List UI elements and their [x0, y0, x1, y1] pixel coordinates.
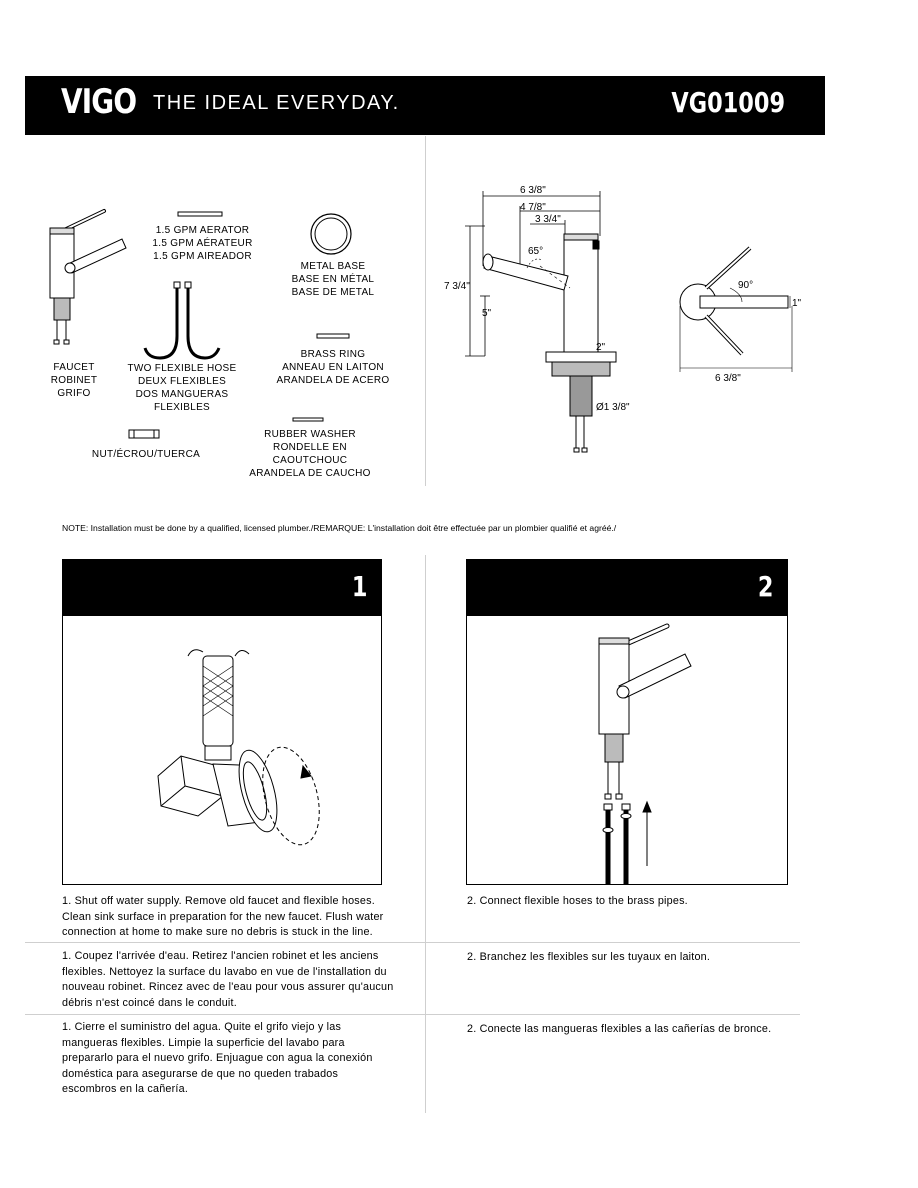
model-number: VG01009 — [671, 86, 785, 119]
flexible-hoses-icon — [143, 281, 221, 360]
hoses-label-es: DOS MANGUERAS FLEXIBLES — [135, 389, 229, 413]
step-1-text-fr: 1. Coupez l'arrivée d'eau. Retirez l'anc… — [62, 949, 417, 1011]
text-line: connection at home to make sure no debri… — [62, 926, 373, 938]
shutoff-valve-illustration — [157, 649, 320, 846]
connect-hoses-illustration — [598, 623, 692, 884]
nut-label: NUT/ÉCROU/TUERCA — [86, 448, 206, 461]
text-line: prepararlo para el nuevo grifo. Enjuague… — [62, 1052, 373, 1064]
text-line: escombros en la cañería. — [62, 1083, 189, 1095]
metal-base-label-en: METAL BASE — [300, 261, 366, 272]
hoses-label-fr: DEUX FLEXIBLES — [137, 376, 227, 387]
row-divider-2 — [25, 1014, 800, 1015]
step-1-number: 1 — [351, 570, 367, 603]
dimension-drawing: 6 3/8" 4 7/8" 3 3/4" 65° 7 3/4" 5" 2" Ø1… — [444, 185, 802, 453]
dim-base-height: 2" — [596, 342, 606, 353]
text-line: Clean sink surface in preparation for th… — [62, 910, 384, 923]
faucet-label: FAUCET ROBINET GRIFO — [30, 361, 118, 400]
faucet-label-es: GRIFO — [57, 388, 91, 399]
text-line: 2. Branchez les flexibles sur les tuyaux… — [467, 951, 711, 963]
dim-base-diameter: Ø1 3/8" — [596, 402, 630, 413]
step-1-text-es: 1. Cierre el suministro del agua. Quite … — [62, 1020, 417, 1098]
metal-base-icon — [310, 213, 352, 255]
installation-note: NOTE: Installation must be done by a qua… — [62, 523, 617, 533]
nut-icon — [128, 429, 160, 439]
nut-label-multi: NUT/ÉCROU/TUERCA — [91, 449, 201, 460]
steps-divider — [425, 555, 426, 1113]
step-1-header: 1 — [63, 560, 381, 616]
step-2-text-fr: 2. Branchez les flexibles sur les tuyaux… — [467, 950, 807, 966]
hoses-label: TWO FLEXIBLE HOSE DEUX FLEXIBLES DOS MAN… — [108, 362, 256, 414]
step-2-header: 2 — [467, 560, 787, 616]
text-line: 2. Connect flexible hoses to the brass p… — [467, 895, 688, 907]
dim-height-spout: 5" — [482, 308, 492, 319]
metal-base-label-fr: BASE EN MÉTAL — [291, 274, 375, 285]
step-2-number: 2 — [757, 570, 773, 603]
faucet-icon — [49, 209, 127, 345]
faucet-label-en: FAUCET — [53, 362, 95, 373]
step-1-panel: 1 — [62, 559, 382, 885]
aerator-label: 1.5 GPM AERATOR 1.5 GPM AÉRATEUR 1.5 GPM… — [140, 224, 265, 263]
faucet-label-fr: ROBINET — [50, 375, 98, 386]
dim-width-reach: 3 3/4" — [535, 214, 561, 225]
aerator-icon — [177, 211, 223, 217]
text-line: 1. Shut off water supply. Remove old fau… — [62, 895, 375, 907]
text-line: 2. Conecte las mangueras flexibles a las… — [467, 1023, 772, 1035]
brass-ring-label-fr: ANNEAU EN LAITON — [282, 362, 384, 373]
dim-handle-width: 1" — [792, 298, 802, 309]
text-line: débris n'est coincé dans le conduit. — [62, 996, 237, 1009]
dim-width-total: 6 3/8" — [520, 185, 546, 196]
step-1-text-en: 1. Shut off water supply. Remove old fau… — [62, 894, 417, 941]
brass-ring-label-en: BRASS RING — [300, 349, 366, 360]
step-2-text-es: 2. Conecte las mangueras flexibles a las… — [467, 1022, 807, 1038]
step-2-panel: 2 — [466, 559, 788, 885]
text-line: doméstica para asegurarse de que no qued… — [62, 1067, 339, 1080]
text-line: flexibles. Nettoyez la surface du lavabo… — [62, 965, 387, 978]
hoses-label-en: TWO FLEXIBLE HOSE — [127, 363, 237, 374]
parts-illustration — [49, 209, 352, 439]
dim-width-spout: 4 7/8" — [520, 202, 546, 213]
rubber-washer-label-en: RUBBER WASHER — [264, 429, 356, 440]
text-line: 1. Cierre el suministro del agua. Quite … — [62, 1021, 342, 1033]
text-line: nouveau robinet. Rincez avec de l'eau po… — [62, 981, 394, 993]
dim-top-width: 6 3/8" — [715, 373, 741, 384]
dim-height-total: 7 3/4" — [444, 281, 470, 292]
brass-ring-label: BRASS RING ANNEAU EN LAITON ARANDELA DE … — [272, 348, 394, 387]
rubber-washer-label-es: ARANDELA DE CAUCHO — [249, 468, 371, 479]
dim-rotation-angle: 90° — [738, 280, 753, 291]
brass-ring-label-es: ARANDELA DE ACERO — [276, 375, 390, 386]
metal-base-label: METAL BASE BASE EN MÉTAL BASE DE METAL — [278, 260, 388, 299]
tagline: THE IDEAL EVERYDAY. — [153, 92, 400, 114]
aerator-label-fr: 1.5 GPM AÉRATEUR — [152, 238, 253, 249]
rubber-washer-label: RUBBER WASHER RONDELLE EN CAOUTCHOUC ARA… — [240, 428, 380, 480]
dim-spout-angle: 65° — [528, 246, 543, 257]
aerator-label-es: 1.5 GPM AIREADOR — [153, 251, 252, 262]
text-line: mangueras flexibles. Limpie la superfici… — [62, 1036, 345, 1049]
rubber-washer-icon — [292, 417, 324, 422]
brand-logo: VIGO — [61, 82, 137, 122]
metal-base-label-es: BASE DE METAL — [291, 287, 375, 298]
header-bar: VIGO THE IDEAL EVERYDAY. VG01009 — [25, 76, 825, 135]
row-divider-1 — [25, 942, 800, 943]
text-line: 1. Coupez l'arrivée d'eau. Retirez l'anc… — [62, 950, 379, 962]
aerator-label-en: 1.5 GPM AERATOR — [155, 225, 250, 236]
top-divider — [425, 136, 426, 486]
rubber-washer-label-fr: RONDELLE EN CAOUTCHOUC — [272, 442, 348, 466]
step-2-text-en: 2. Connect flexible hoses to the brass p… — [467, 894, 807, 910]
brass-ring-icon — [316, 333, 350, 339]
